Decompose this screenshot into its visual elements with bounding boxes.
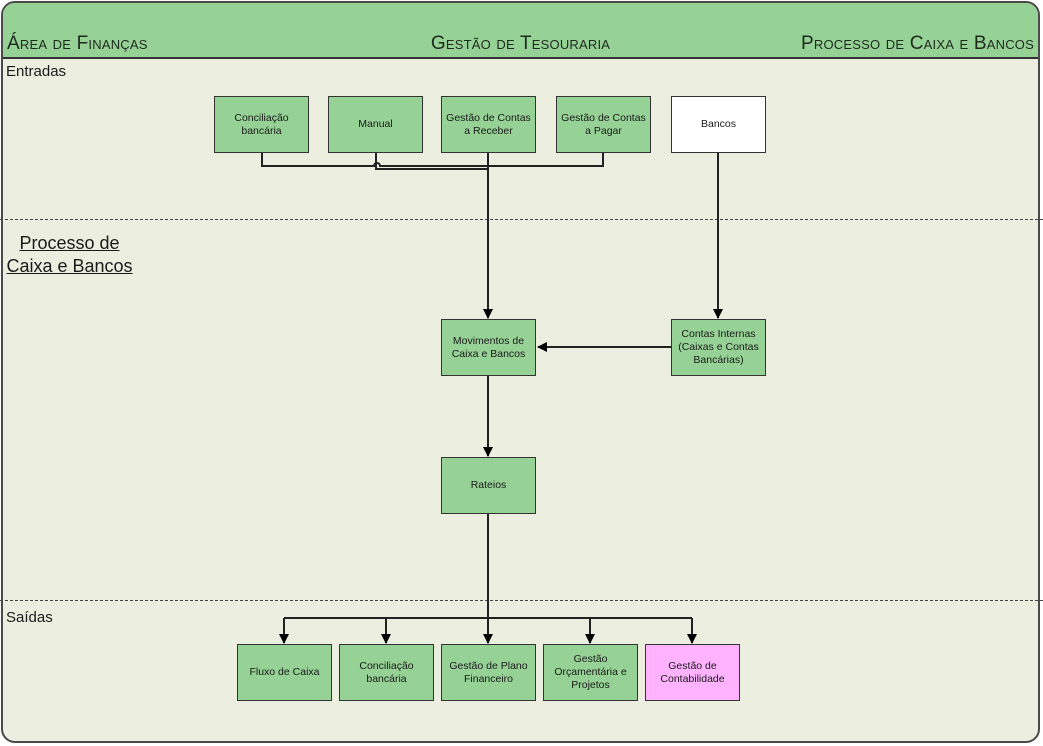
connector-manual xyxy=(375,153,488,170)
input-manual[interactable]: Manual xyxy=(328,96,423,153)
box-label: Fluxo de Caixa xyxy=(249,666,320,678)
box-label: Gestão de Contabilidade xyxy=(660,659,725,685)
output-plano-financeiro[interactable]: Gestão de Plano Financeiro xyxy=(441,644,536,701)
output-conciliacao-bancaria[interactable]: Conciliação bancária xyxy=(339,644,434,701)
process-contas-internas[interactable]: Contas Internas (Caixas e Contas Bancári… xyxy=(671,319,766,376)
box-label: Contas Internas (Caixas e Contas Bancári… xyxy=(678,328,759,366)
process-movimentos[interactable]: Movimentos de Caixa e Bancos xyxy=(441,319,536,376)
lane-label-process: Processo de Caixa e Bancos xyxy=(3,232,136,278)
box-label: Conciliação bancária xyxy=(359,659,414,685)
box-label: Gestão Orçamentária e Projetos xyxy=(554,653,627,691)
box-label: Manual xyxy=(358,118,393,130)
lane-divider-2 xyxy=(0,600,1043,601)
input-contas-pagar[interactable]: Gestão de Contas a Pagar xyxy=(556,96,651,153)
output-fluxo-caixa[interactable]: Fluxo de Caixa xyxy=(237,644,332,701)
box-label: Movimentos de Caixa e Bancos xyxy=(451,334,526,360)
box-label: Rateios xyxy=(470,479,507,491)
input-conciliacao-bancaria[interactable]: Conciliação bancária xyxy=(214,96,309,153)
lane-label-inputs: Entradas xyxy=(6,63,67,80)
process-title: Processo de Caixa e Bancos xyxy=(801,33,1034,54)
box-label: Gestão de Contas a Pagar xyxy=(561,111,646,137)
process-rateios[interactable]: Rateios xyxy=(441,457,536,514)
input-contas-receber[interactable]: Gestão de Contas a Receber xyxy=(441,96,536,153)
box-label: Bancos xyxy=(700,118,737,130)
box-label: Gestão de Plano Financeiro xyxy=(449,659,528,685)
input-bancos[interactable]: Bancos xyxy=(671,96,766,153)
output-contabilidade[interactable]: Gestão de Contabilidade xyxy=(645,644,740,701)
lane-label-outputs: Saídas xyxy=(6,609,53,626)
area-title: Área de Finanças xyxy=(7,33,148,54)
connector-conciliacao xyxy=(261,153,604,167)
output-orcamentaria-projetos[interactable]: Gestão Orçamentária e Projetos xyxy=(543,644,638,701)
box-label: Gestão de Contas a Receber xyxy=(446,111,531,137)
lane-divider-1 xyxy=(0,219,1043,220)
lane-label-process-line1: Processo de xyxy=(19,233,120,253)
management-title: Gestão de Tesouraria xyxy=(430,33,611,54)
lane-label-process-line2: Caixa e Bancos xyxy=(6,256,133,276)
header-bar: Área de Finanças Gestão de Tesouraria Pr… xyxy=(3,3,1038,59)
box-label: Conciliação bancária xyxy=(234,111,289,137)
